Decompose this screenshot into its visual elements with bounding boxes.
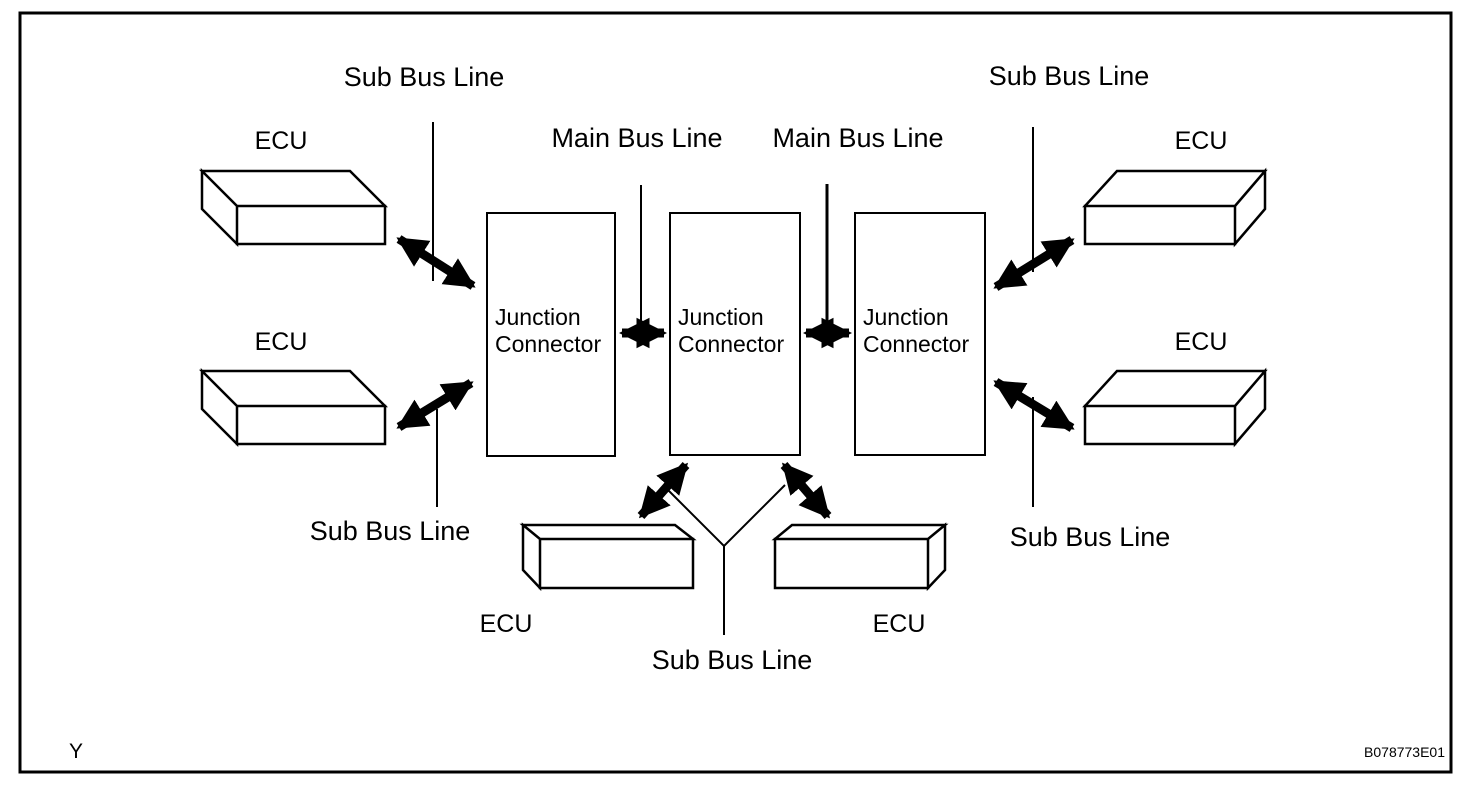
ecu-box-bottom-left [519,522,697,592]
sub-bus-line-label-bottom: Sub Bus Line [652,645,813,675]
ecu-label-bottom-right: ECU [873,610,926,638]
ecu-box-mid-right [1082,367,1268,448]
figure-code: B078773E01 [1364,744,1445,760]
ecu-label-top-left: ECU [255,127,308,155]
ecu-box-top-left [198,167,389,248]
junction-connector-right: Junction Connector [854,212,986,456]
junction-connector-middle-label-line2: Connector [678,331,784,357]
ecu-box-mid-left [198,367,389,448]
double-arrow-ecu-topleft-to-junction [396,235,476,290]
junction-connector-middle-box [669,212,801,456]
diagram-border [18,11,1453,774]
junction-connector-left-label-line1: Junction [495,304,581,330]
junction-connector-right-label-line1: Junction [863,304,949,330]
sub-bus-line-label-mid-left: Sub Bus Line [310,516,471,546]
double-arrow-ecu-bottomleft-to-junction [637,462,690,519]
ecu-label-top-right: ECU [1175,127,1228,155]
ecu-box-top-right [1082,167,1268,248]
junction-connector-middle-label-line1: Junction [678,304,764,330]
double-arrow-ecu-midright-to-junction [993,378,1075,432]
junction-connector-right-label-line2: Connector [863,331,969,357]
double-arrow-ecu-bottomright-to-junction [780,462,832,519]
ecu-box-bottom-right [771,522,949,592]
sub-bus-line-label-top-right: Sub Bus Line [989,61,1150,91]
junction-connector-left: Junction Connector [486,212,616,457]
double-arrow-ecu-midleft-to-junction [396,379,474,431]
junction-connector-middle: Junction Connector [669,212,801,456]
ecu-label-bottom-left: ECU [480,610,533,638]
main-bus-line-label-right: Main Bus Line [772,123,943,153]
sub-bus-line-label-mid-right: Sub Bus Line [1010,522,1171,552]
ecu-label-mid-left: ECU [255,328,308,356]
corner-mark: Y [69,740,83,763]
sub-bus-line-label-top-left: Sub Bus Line [344,62,505,92]
junction-connector-left-box [486,212,616,457]
junction-connector-left-label-line2: Connector [495,331,601,357]
double-arrow-ecu-topright-to-junction [993,236,1075,291]
main-bus-line-label-left: Main Bus Line [551,123,722,153]
ecu-label-mid-right: ECU [1175,328,1228,356]
junction-connector-right-box [854,212,986,456]
